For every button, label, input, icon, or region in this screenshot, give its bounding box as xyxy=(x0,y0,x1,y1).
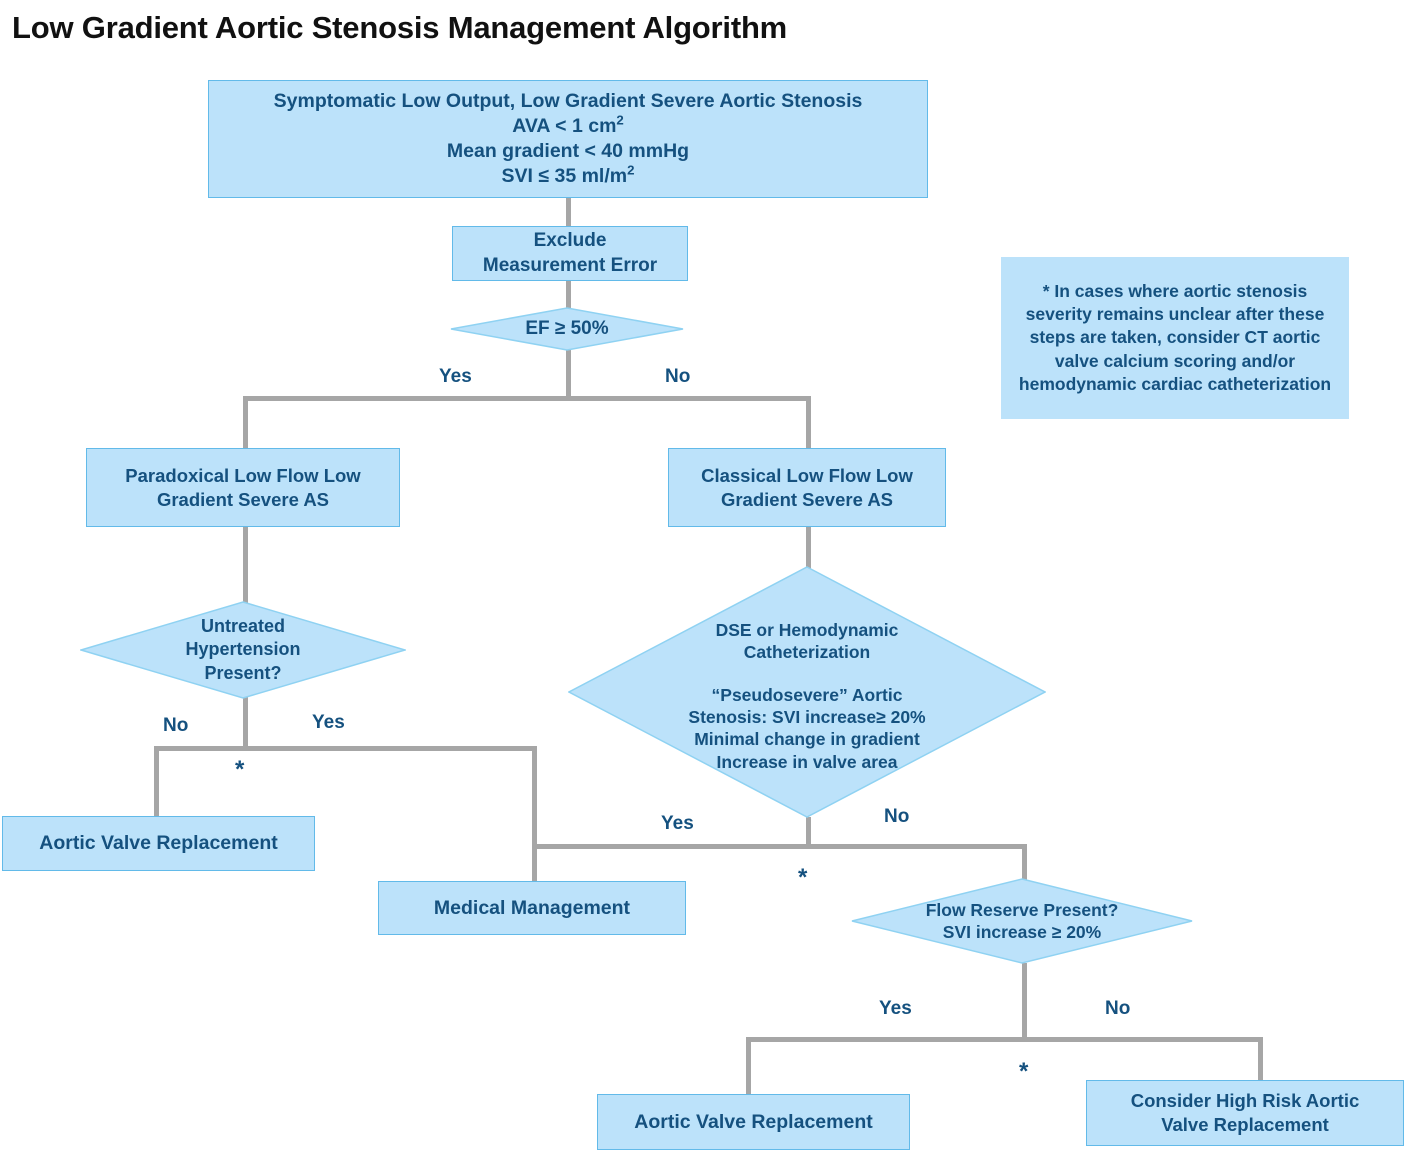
edge-label-flow-yes: Yes xyxy=(879,998,912,1019)
edge-label-htn-no: No xyxy=(163,715,189,736)
node-avr-left[interactable]: Aortic Valve Replacement xyxy=(2,816,315,871)
connector-split-bar-ef xyxy=(243,396,811,401)
connector-flow-split-bar xyxy=(746,1037,1263,1042)
edge-label-dse-yes: Yes xyxy=(661,813,694,834)
connector-htn-split-bar xyxy=(154,746,537,751)
connector-flow-yes-down xyxy=(746,1037,751,1095)
connector-htn-no-down xyxy=(154,746,159,818)
connector-dse-no-down xyxy=(1022,844,1027,906)
connector-start-to-exclude xyxy=(566,197,571,227)
connector-flow-no-down xyxy=(1258,1037,1263,1081)
node-classical-line1: Classical Low Flow Low xyxy=(701,464,913,486)
node-avr-bottom-label: Aortic Valve Replacement xyxy=(634,1110,873,1133)
diamond-shape xyxy=(80,601,406,699)
page-title: Low Gradient Aortic Stenosis Management … xyxy=(12,10,788,45)
edge-label-ef-no: No xyxy=(665,366,691,387)
connector-htn-yes-down xyxy=(532,746,537,883)
connector-flow-to-bar xyxy=(1022,963,1027,1040)
edge-label-ef-yes: Yes xyxy=(439,366,472,387)
node-ef-decision[interactable]: EF ≥ 50% xyxy=(450,307,684,351)
connector-paradoxical-to-htn xyxy=(243,527,248,603)
diamond-shape xyxy=(568,566,1046,818)
node-start-line4: SVI ≤ 35 ml/m2 xyxy=(501,162,635,187)
connector-ef-to-split xyxy=(566,349,571,399)
edge-label-flow-no: No xyxy=(1105,998,1131,1019)
node-dse-decision[interactable]: DSE or Hemodynamic Catheterization “Pseu… xyxy=(568,566,1046,818)
asterisk-marker-2: * xyxy=(798,864,808,891)
node-paradoxical-lflg[interactable]: Paradoxical Low Flow Low Gradient Severe… xyxy=(86,448,400,527)
connector-classical-to-dse xyxy=(806,527,811,569)
node-high-risk-line2: Valve Replacement xyxy=(1161,1114,1329,1135)
connector-split-left-down xyxy=(243,396,248,449)
asterisk-marker-1: * xyxy=(235,756,245,783)
connector-exclude-to-ef xyxy=(566,281,571,308)
node-exclude-measurement-error[interactable]: Exclude Measurement Error xyxy=(452,226,688,281)
edge-label-htn-yes: Yes xyxy=(312,712,345,733)
footnote-text: * In cases where aortic stenosis severit… xyxy=(1018,280,1332,394)
connector-dse-to-bar xyxy=(806,817,811,847)
node-flow-reserve-decision[interactable]: Flow Reserve Present? SVI increase ≥ 20% xyxy=(851,878,1193,964)
asterisk-marker-3: * xyxy=(1019,1058,1029,1085)
node-high-risk-avr[interactable]: Consider High Risk Aortic Valve Replacem… xyxy=(1086,1080,1404,1146)
edge-label-dse-no: No xyxy=(884,806,910,827)
node-start[interactable]: Symptomatic Low Output, Low Gradient Sev… xyxy=(208,80,928,198)
node-hypertension-decision[interactable]: Untreated Hypertension Present? xyxy=(80,601,406,699)
node-start-line3: Mean gradient < 40 mmHg xyxy=(446,140,690,162)
connector-htn-to-bar xyxy=(243,697,248,749)
node-high-risk-line1: Consider High Risk Aortic xyxy=(1130,1090,1360,1112)
node-avr-bottom[interactable]: Aortic Valve Replacement xyxy=(597,1094,910,1150)
footnote-box: * In cases where aortic stenosis severit… xyxy=(1001,257,1349,419)
connector-split-right-down xyxy=(806,396,811,449)
node-start-line1: Symptomatic Low Output, Low Gradient Sev… xyxy=(273,90,863,113)
node-exclude-line1: Exclude xyxy=(533,230,607,252)
connector-dse-split-bar xyxy=(532,844,1027,849)
node-medical-management[interactable]: Medical Management xyxy=(378,881,686,935)
node-paradoxical-line1: Paradoxical Low Flow Low xyxy=(125,464,361,486)
diamond-shape xyxy=(851,878,1193,964)
node-classical-line2: Gradient Severe AS xyxy=(720,488,894,510)
node-medical-management-label: Medical Management xyxy=(433,896,631,919)
node-exclude-line2: Measurement Error xyxy=(482,254,658,276)
node-classical-lflg[interactable]: Classical Low Flow Low Gradient Severe A… xyxy=(668,448,946,527)
node-start-line2: AVA < 1 cm2 xyxy=(512,112,624,138)
diamond-shape xyxy=(450,307,684,351)
node-avr-left-label: Aortic Valve Replacement xyxy=(39,832,278,855)
node-paradoxical-line2: Gradient Severe AS xyxy=(156,488,330,510)
